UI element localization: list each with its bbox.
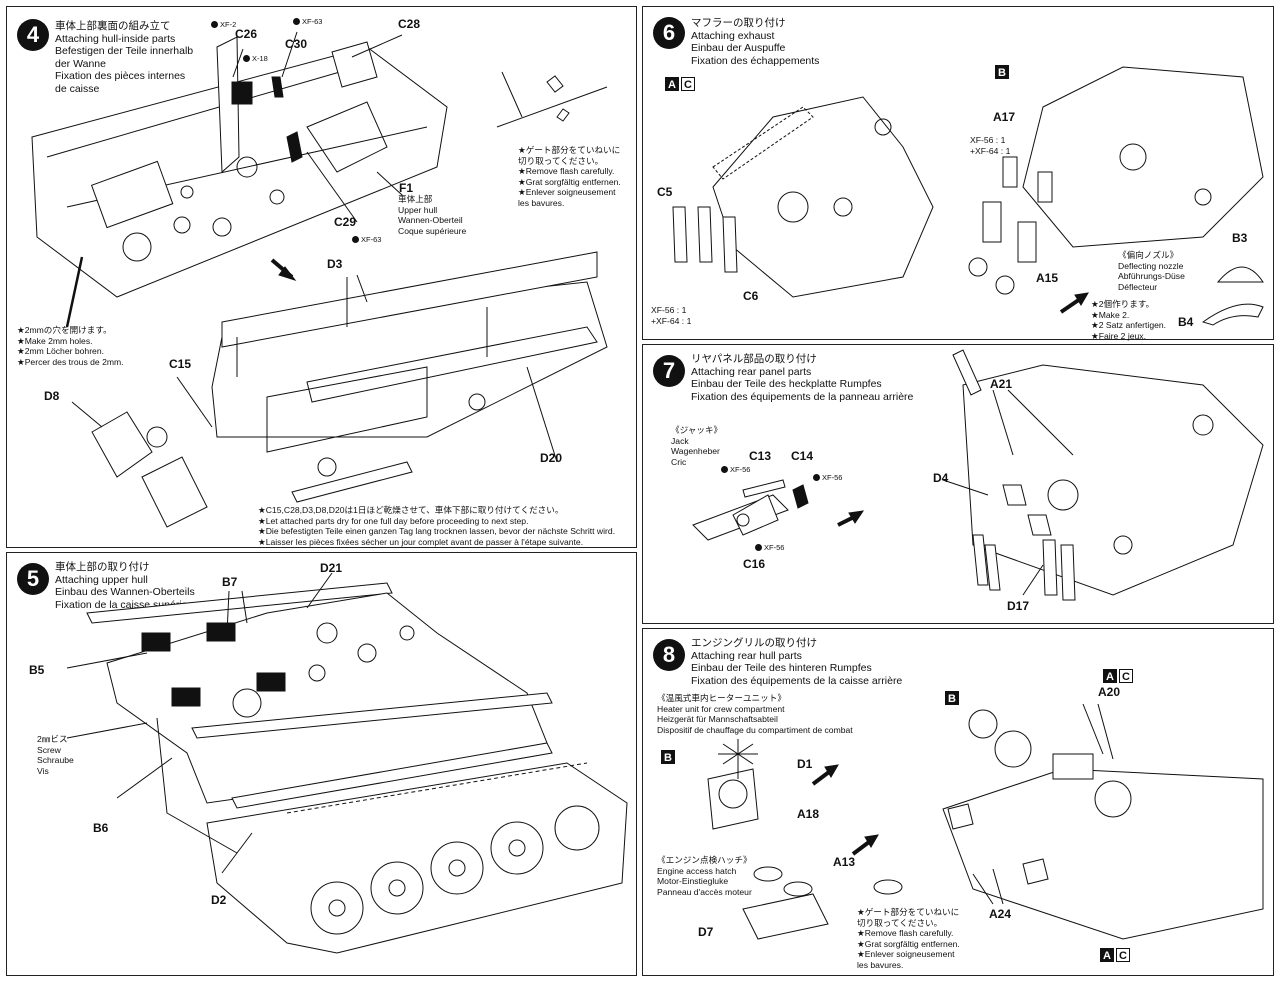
part-D20: D20 bbox=[540, 451, 563, 465]
part-B6: B6 bbox=[93, 821, 109, 835]
version-badge-C-2: C bbox=[1116, 948, 1130, 962]
step-title: 車体上部裏面の組み立て Attaching hull-inside parts … bbox=[55, 20, 194, 95]
exhaust-drawing bbox=[643, 7, 1275, 341]
part-D1: D1 bbox=[797, 757, 813, 771]
part-D21: D21 bbox=[320, 561, 343, 575]
step-number: 4 bbox=[17, 19, 49, 51]
part-B3: B3 bbox=[1232, 231, 1248, 245]
rear-panel-drawing bbox=[643, 345, 1275, 625]
version-badge-C: C bbox=[681, 77, 695, 91]
part-A24: A24 bbox=[989, 907, 1012, 921]
part-A15: A15 bbox=[1036, 271, 1059, 285]
part-C14: C14 bbox=[791, 449, 814, 463]
make-2-note: ★2個作ります。★Make 2. ★2 Satz anfertigen.★Fai… bbox=[1091, 299, 1167, 341]
step-number: 7 bbox=[653, 355, 685, 387]
heater-label: 《温風式車内ヒーターユニット》Heater unit for crew comp… bbox=[657, 693, 853, 735]
version-badge-B: B bbox=[661, 750, 675, 764]
hatch-label: 《エンジン点検ハッチ》Engine access hatch Motor-Ein… bbox=[657, 855, 752, 897]
part-B7: B7 bbox=[222, 575, 238, 589]
version-badge-A: A bbox=[1103, 669, 1117, 683]
nozzle-label: 《偏向ノズル》Deflecting nozzle Abführungs-Düse… bbox=[1118, 250, 1185, 292]
paint-XF-56-b: XF-56 bbox=[813, 473, 842, 482]
part-D7: D7 bbox=[698, 925, 714, 939]
dry-note: ★C15,C28,D3,D8,D20は1日ほど乾燥させて、車体下部に取り付けてく… bbox=[258, 505, 616, 547]
part-B4: B4 bbox=[1178, 315, 1194, 329]
part-A18: A18 bbox=[797, 807, 820, 821]
paint-XF-2: XF-2 bbox=[211, 20, 236, 29]
paint-XF-63: XF-63 bbox=[293, 17, 322, 26]
part-D2: D2 bbox=[211, 893, 227, 907]
paint-X-18: X-18 bbox=[243, 54, 268, 63]
part-C29: C29 bbox=[334, 215, 357, 229]
step-4-panel: 4 車体上部裏面の組み立て Attaching hull-inside part… bbox=[6, 6, 637, 548]
version-badge-B: B bbox=[995, 65, 1009, 79]
part-D17: D17 bbox=[1007, 599, 1030, 613]
part-A21: A21 bbox=[990, 377, 1013, 391]
part-C26: C26 bbox=[235, 27, 258, 41]
step-number: 8 bbox=[653, 639, 685, 671]
version-badge-C: C bbox=[1119, 669, 1133, 683]
gate-note: ★ゲート部分をていねいに切り取ってください。 ★Remove flash car… bbox=[518, 145, 621, 208]
version-badge-A: A bbox=[665, 77, 679, 91]
paint-XF-63-2: XF-63 bbox=[352, 235, 381, 244]
part-C15: C15 bbox=[169, 357, 192, 371]
part-C28: C28 bbox=[398, 17, 421, 31]
part-D3: D3 bbox=[327, 257, 343, 271]
part-C16: C16 bbox=[743, 557, 766, 571]
part-B5: B5 bbox=[29, 663, 45, 677]
part-F1: F1 bbox=[399, 181, 414, 195]
part-C5: C5 bbox=[657, 185, 673, 199]
part-A17: A17 bbox=[993, 110, 1016, 124]
part-C13: C13 bbox=[749, 449, 772, 463]
version-badge-A-2: A bbox=[1100, 948, 1114, 962]
gate-note-step8: ★ゲート部分をていねいに切り取ってください。 ★Remove flash car… bbox=[857, 907, 960, 970]
paint-XF-56-c: XF-56 bbox=[755, 543, 784, 552]
part-C6: C6 bbox=[743, 289, 759, 303]
rear-hull-drawing bbox=[643, 629, 1275, 977]
upper-hull-drawing bbox=[7, 553, 638, 977]
paint-mix-left: XF-56 : 1+XF-64 : 1 bbox=[651, 305, 692, 326]
hull-inside-drawing bbox=[7, 7, 638, 549]
part-D8: D8 bbox=[44, 389, 60, 403]
step-number: 6 bbox=[653, 17, 685, 49]
version-badge-B-2: B bbox=[945, 691, 959, 705]
part-A13: A13 bbox=[833, 855, 856, 869]
paint-mix-right: XF-56 : 1+XF-64 : 1 bbox=[970, 135, 1011, 156]
paint-XF-56-a: XF-56 bbox=[721, 465, 750, 474]
part-D4: D4 bbox=[933, 471, 949, 485]
part-C30: C30 bbox=[285, 37, 308, 51]
hole-note: ★2mmの穴を開けます。★Make 2mm holes. ★2mm Löcher… bbox=[17, 325, 124, 367]
step-number: 5 bbox=[17, 563, 49, 595]
part-A20: A20 bbox=[1098, 685, 1121, 699]
